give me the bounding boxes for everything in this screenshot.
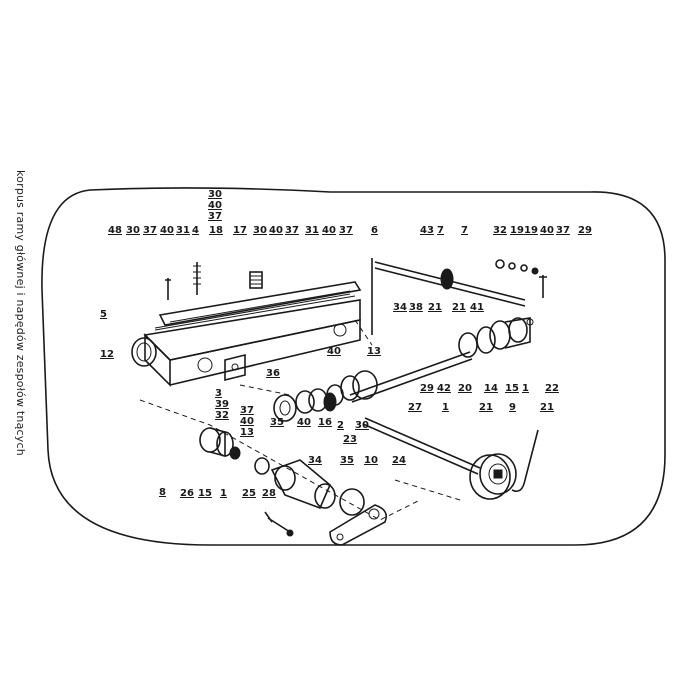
bearing-15 — [199, 427, 270, 475]
callout-31: 31 — [305, 225, 319, 236]
callout-26: 26 — [180, 488, 194, 499]
callout-42: 42 — [437, 383, 451, 394]
main-frame-beam — [143, 293, 361, 387]
callout-12: 12 — [100, 349, 114, 360]
callout-32: 32 — [493, 225, 507, 236]
housing-10 — [270, 459, 365, 516]
callout-34: 34 — [308, 455, 322, 466]
bolt-34 — [264, 511, 291, 533]
callout-2: 2 — [337, 420, 344, 431]
callout-15: 15 — [198, 488, 212, 499]
callout-23: 23 — [343, 434, 357, 445]
callout-13: 13 — [240, 427, 254, 438]
callout-24: 24 — [392, 455, 406, 466]
callout-29: 29 — [578, 225, 592, 236]
callout-7: 7 — [461, 225, 468, 236]
callout-6: 6 — [371, 225, 378, 236]
assembly-dash-lines — [139, 319, 461, 521]
gear-16 — [273, 390, 315, 422]
callout-43: 43 — [420, 225, 434, 236]
callout-4: 4 — [192, 225, 199, 236]
callout-37: 37 — [285, 225, 299, 236]
callout-34: 34 — [393, 302, 407, 313]
callout-21: 21 — [428, 302, 442, 313]
callout-35: 35 — [340, 455, 354, 466]
bolts-top-left — [165, 262, 263, 300]
callout-48: 48 — [108, 225, 122, 236]
callout-36: 36 — [266, 368, 280, 379]
callout-19: 19 — [510, 225, 524, 236]
callout-37: 37 — [240, 405, 254, 416]
callout-30: 30 — [126, 225, 140, 236]
callout-40: 40 — [269, 225, 283, 236]
callout-41: 41 — [470, 302, 484, 313]
callout-19: 19 — [524, 225, 538, 236]
callout-10: 10 — [364, 455, 378, 466]
callout-30: 30 — [208, 189, 222, 200]
callout-13: 13 — [367, 346, 381, 357]
callout-27: 27 — [408, 402, 422, 413]
callout-21: 21 — [540, 402, 554, 413]
callout-40: 40 — [540, 225, 554, 236]
callout-35: 35 — [270, 417, 284, 428]
callout-40: 40 — [327, 346, 341, 357]
callout-38: 38 — [409, 302, 423, 313]
callout-14: 14 — [484, 383, 498, 394]
callout-40: 40 — [322, 225, 336, 236]
callout-30: 30 — [253, 225, 267, 236]
right-hub-assembly — [458, 317, 534, 358]
callout-5: 5 — [100, 309, 107, 320]
callout-29: 29 — [420, 383, 434, 394]
callout-31: 31 — [176, 225, 190, 236]
callout-16: 16 — [318, 417, 332, 428]
callout-22: 22 — [545, 383, 559, 394]
callout-20: 20 — [458, 383, 472, 394]
nuts-top-right — [495, 259, 539, 275]
callout-1: 1 — [220, 488, 227, 499]
callout-37: 37 — [143, 225, 157, 236]
pulley-8 — [469, 453, 517, 500]
callout-1: 1 — [442, 402, 449, 413]
callout-37: 37 — [339, 225, 353, 236]
callout-3: 3 — [215, 388, 222, 399]
pipe-ring-12 — [131, 337, 157, 367]
callout-39: 39 — [215, 399, 229, 410]
diagram-frame — [41, 187, 666, 546]
callout-37: 37 — [208, 211, 222, 222]
callout-9: 9 — [509, 402, 516, 413]
diagram-caption: korpus ramy głównej i napędów zespołów t… — [14, 170, 27, 456]
callout-18: 18 — [209, 225, 223, 236]
callout-30: 30 — [355, 420, 369, 431]
callout-40: 40 — [297, 417, 311, 428]
callout-32: 32 — [215, 410, 229, 421]
callout-28: 28 — [262, 488, 276, 499]
hook-26 — [511, 429, 539, 493]
cover-plate — [158, 281, 362, 326]
callout-17: 17 — [233, 225, 247, 236]
callout-37: 37 — [556, 225, 570, 236]
callout-21: 21 — [479, 402, 493, 413]
callout-21: 21 — [452, 302, 466, 313]
upper-rod-7 — [371, 258, 526, 335]
callout-40: 40 — [160, 225, 174, 236]
callout-40: 40 — [208, 200, 222, 211]
callout-25: 25 — [242, 488, 256, 499]
callout-1: 1 — [522, 383, 529, 394]
bolt-29 — [539, 275, 547, 298]
callout-40: 40 — [240, 416, 254, 427]
lower-shaft-9 — [362, 417, 481, 475]
callout-15: 15 — [505, 383, 519, 394]
bracket-11 — [329, 504, 388, 546]
callout-7: 7 — [437, 225, 444, 236]
callout-8: 8 — [159, 487, 166, 498]
main-shaft — [308, 351, 473, 412]
